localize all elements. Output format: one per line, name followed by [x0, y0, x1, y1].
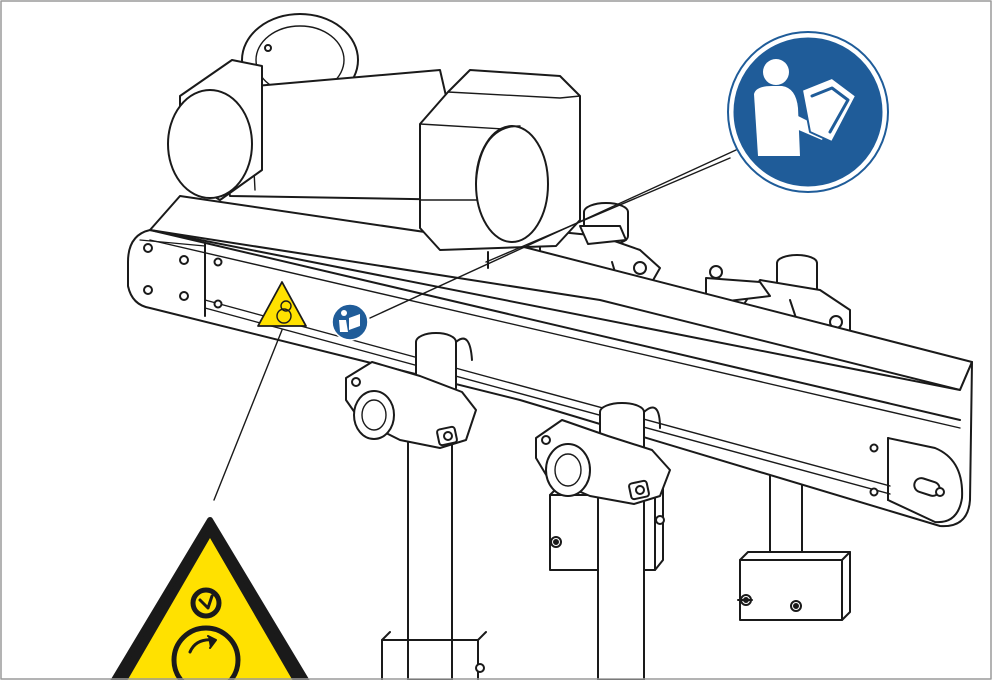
leader-line-warning	[213, 329, 283, 501]
entanglement-warning-icon	[110, 517, 310, 680]
small-manual-label	[331, 303, 369, 341]
leader-line-manual-2	[485, 157, 731, 263]
drive-motor	[167, 13, 581, 269]
conveyor-frame	[127, 195, 973, 528]
front-clamp-left	[345, 332, 477, 449]
read-manual-icon	[727, 31, 889, 193]
front-clamp-center	[535, 402, 671, 505]
small-warning-label	[257, 281, 307, 327]
support-leg-left	[381, 419, 487, 680]
